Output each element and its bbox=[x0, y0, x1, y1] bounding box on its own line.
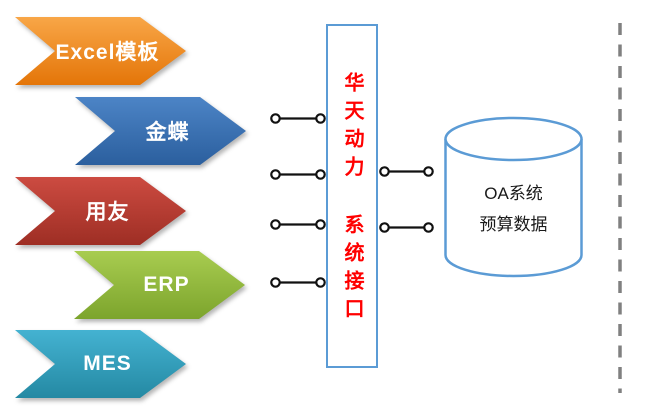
database-label-line2: 预算数据 bbox=[479, 215, 548, 234]
arrow-label: 用友 bbox=[85, 201, 130, 224]
arrow-kingdee: 金蝶 bbox=[75, 97, 246, 165]
database-cylinder: OA系统 预算数据 bbox=[443, 116, 584, 278]
cylinder-shape bbox=[444, 116, 583, 278]
interface-box: 华天动力 系统接口 bbox=[326, 24, 378, 368]
arrow-erp: ERP bbox=[74, 251, 245, 319]
arrow-excel-template: Excel模板 bbox=[15, 17, 186, 85]
database-label: OA系统 预算数据 bbox=[443, 178, 584, 240]
arrow-label: ERP bbox=[143, 273, 190, 296]
arrow-label: Excel模板 bbox=[55, 41, 160, 64]
arrow-mes: MES bbox=[15, 330, 186, 398]
database-label-line1: OA系统 bbox=[484, 184, 543, 203]
arrow-label: MES bbox=[83, 352, 132, 375]
interface-label: 华天动力 系统接口 bbox=[341, 72, 363, 326]
arrow-label: 金蝶 bbox=[145, 121, 190, 144]
arrow-yonyou: 用友 bbox=[15, 177, 186, 245]
